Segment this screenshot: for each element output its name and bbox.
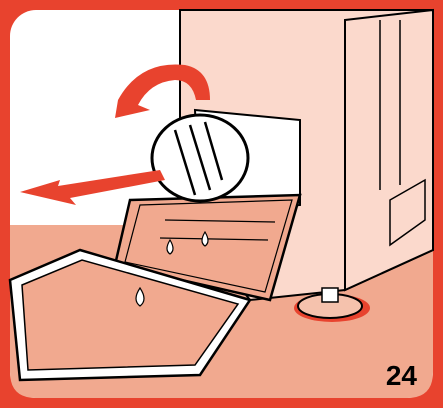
step-number: 24 xyxy=(386,360,417,392)
machine-side xyxy=(345,10,433,290)
